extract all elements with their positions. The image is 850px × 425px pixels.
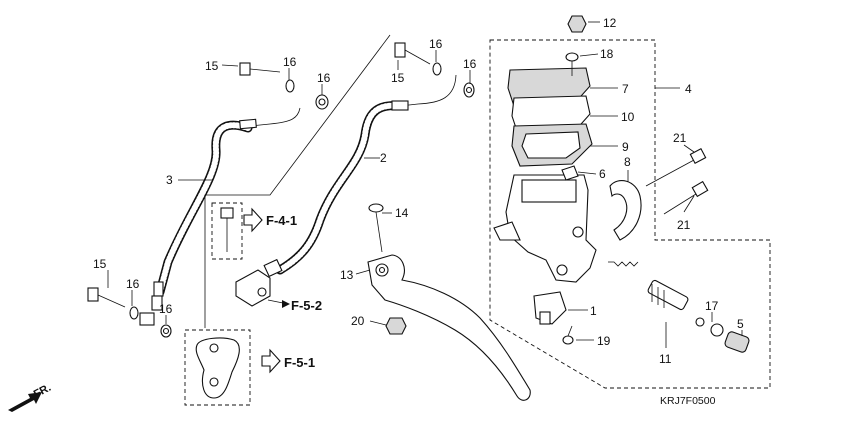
- callout-10: 10: [621, 110, 635, 124]
- callout-9: 9: [622, 140, 629, 154]
- holder-8: [609, 180, 642, 241]
- washer-17: [710, 323, 724, 337]
- callout-21-upper: 21: [673, 131, 687, 145]
- callout-12: 12: [603, 16, 617, 30]
- callout-16-f: 16: [159, 302, 173, 316]
- callout-16-d: 16: [463, 57, 477, 71]
- callout-16-a: 16: [283, 55, 297, 69]
- callout-16-e: 16: [126, 277, 140, 291]
- washer-16-c: [432, 62, 442, 76]
- callout-1: 1: [590, 304, 597, 318]
- banjo-bolt-15-upper-mid: [394, 42, 431, 65]
- callout-15-upper-mid: 15: [391, 71, 405, 85]
- o-ring-17: [695, 317, 705, 327]
- hollow-arrow-icon: [261, 348, 281, 374]
- front-direction-label: FR.: [32, 382, 53, 401]
- banjo-bolt-15-lower: [87, 287, 126, 308]
- brake-lever-13: [367, 254, 531, 401]
- brake-hose-3: [151, 107, 301, 311]
- callout-14: 14: [395, 206, 409, 220]
- clip-6: [561, 165, 579, 181]
- callout-16-b: 16: [317, 71, 331, 85]
- ref-f52-label: F-5-2: [291, 298, 322, 313]
- hollow-arrow-icon: [243, 207, 263, 233]
- callout-8: 8: [624, 155, 631, 169]
- callout-7: 7: [622, 82, 629, 96]
- nut-20: [385, 317, 407, 335]
- bolt-12: [567, 15, 587, 33]
- hose-bolt-f41: [220, 207, 234, 252]
- ref-f41-label: F-4-1: [266, 213, 297, 228]
- screw-18: [565, 52, 579, 76]
- callout-18: 18: [600, 47, 614, 61]
- hose-group-outline: [204, 34, 391, 328]
- hose-fitting-lower: [139, 312, 155, 326]
- diagram-code: KRJ7F0500: [660, 395, 716, 407]
- holder-bolt-21-lower: [663, 180, 709, 215]
- callout-21-lower: 21: [677, 218, 691, 232]
- washer-16-e: [129, 306, 139, 320]
- hose-bolt-group-box: [211, 202, 243, 260]
- pivot-bolt-14: [368, 203, 384, 253]
- callout-labels: 15 16 16 3 2 15 16 16 15 16 16 13 14 20 …: [93, 16, 744, 366]
- callout-15-upper-left: 15: [205, 59, 219, 73]
- callout-20: 20: [351, 314, 365, 328]
- callout-11: 11: [659, 352, 672, 366]
- brake-hose-2: [235, 74, 457, 307]
- front-arrow-icon: [8, 392, 42, 412]
- callout-17: 17: [705, 299, 719, 313]
- front-direction-indicator: FR.: [8, 382, 53, 412]
- callout-4: 4: [685, 82, 692, 96]
- piston-kit-11: [608, 261, 689, 311]
- reference-f51: F-5-1: [261, 348, 315, 374]
- screw-19: [562, 325, 574, 345]
- brake-switch-1: [533, 291, 567, 325]
- boot-5: [724, 331, 750, 353]
- callout-16-c: 16: [429, 37, 443, 51]
- ref-f51-label: F-5-1: [284, 355, 315, 370]
- callout-6: 6: [599, 167, 606, 181]
- callout-3: 3: [166, 173, 173, 187]
- callout-15-lower: 15: [93, 257, 107, 271]
- callout-5: 5: [737, 317, 744, 331]
- leader-lines: [107, 21, 743, 348]
- arrow-icon: [282, 300, 290, 308]
- master-cylinder-body: [493, 174, 597, 283]
- diaphragm-9: [511, 123, 593, 167]
- callout-2: 2: [380, 151, 387, 165]
- caliper-fitting: [195, 337, 240, 399]
- holder-bolt-21-upper: [645, 148, 707, 187]
- reference-f41: F-4-1: [243, 207, 297, 233]
- master-cylinder-group-box: [489, 39, 771, 389]
- reference-f52: F-5-2: [267, 298, 322, 313]
- callout-19: 19: [597, 334, 611, 348]
- washer-16-a: [285, 79, 295, 93]
- banjo-bolt-15-upper-left: [239, 62, 281, 76]
- callout-13: 13: [340, 268, 354, 282]
